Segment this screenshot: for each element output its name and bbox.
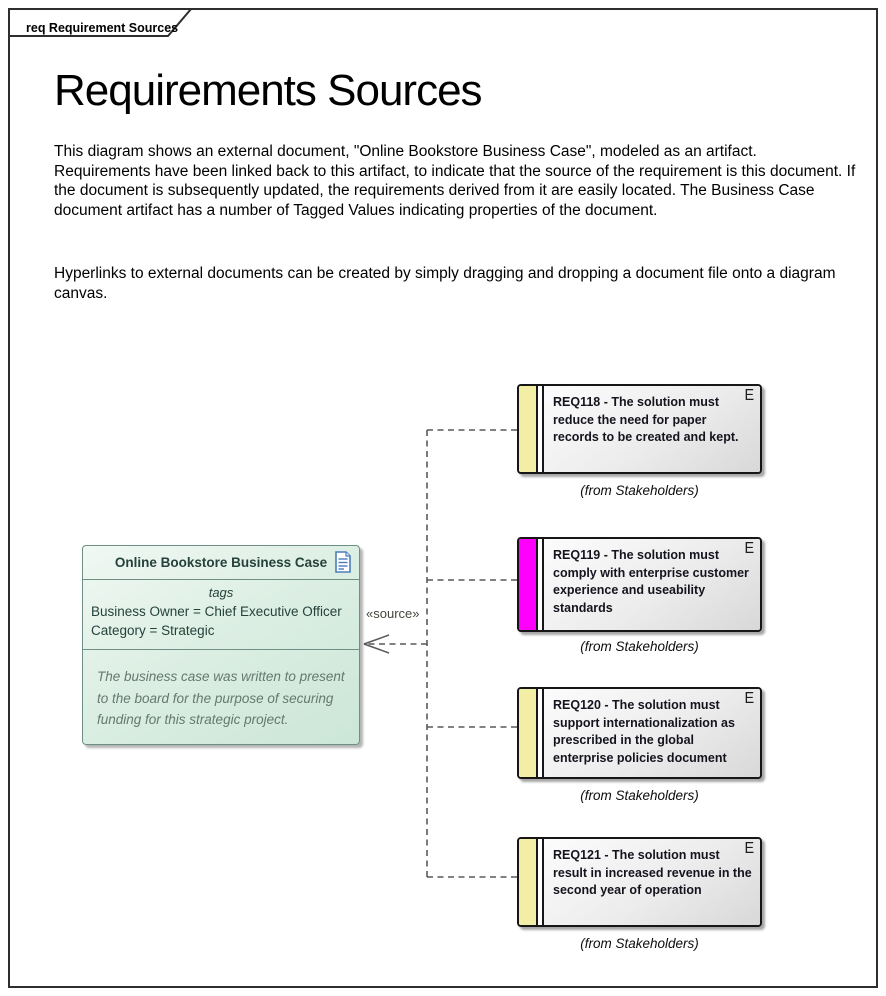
requirement-req118[interactable]: E REQ118 - The solution must reduce the … <box>517 384 762 474</box>
artifact-header: Online Bookstore Business Case <box>83 546 359 580</box>
requirement-req120[interactable]: E REQ120 - The solution must support int… <box>517 687 762 779</box>
source-stereotype-label: «source» <box>366 606 420 621</box>
requirement-body: E REQ120 - The solution must support int… <box>544 689 760 777</box>
artifact-tagged-values: tags Business Owner = Chief Executive Of… <box>83 580 359 650</box>
requirement-strip-gap <box>538 539 544 630</box>
requirement-body: E REQ119 - The solution must comply with… <box>544 539 760 630</box>
external-requirement-badge: E <box>744 540 755 557</box>
external-requirement-badge: E <box>744 840 755 857</box>
page-title: Requirements Sources <box>54 66 483 115</box>
external-requirement-badge: E <box>744 690 755 707</box>
artifact-note-text: The business case was written to present… <box>97 669 345 727</box>
from-package-label: (from Stakeholders) <box>580 936 699 951</box>
tags-compartment-title: tags <box>208 585 234 600</box>
artifact-name: Online Bookstore Business Case <box>114 555 328 570</box>
requirement-text: REQ120 - The solution must support inter… <box>553 698 735 765</box>
requirement-req119[interactable]: E REQ119 - The solution must comply with… <box>517 537 762 632</box>
external-requirement-badge: E <box>744 387 755 404</box>
description-paragraph-1: This diagram shows an external document,… <box>54 143 856 219</box>
frame-tab-label: req Requirement Sources <box>26 21 179 35</box>
tagged-value-category: Category = Strategic <box>91 623 215 638</box>
from-package-label: (from Stakeholders) <box>580 788 699 803</box>
document-icon <box>335 551 351 573</box>
artifact-online-bookstore-business-case[interactable]: Online Bookstore Business Case tags Busi… <box>82 545 360 745</box>
requirement-text: REQ119 - The solution must comply with e… <box>553 548 749 615</box>
diagram-frame-tab: req Requirement Sources <box>8 8 194 38</box>
requirement-strip-gap <box>538 689 544 777</box>
requirement-status-strip <box>519 689 538 777</box>
requirement-status-strip <box>519 839 538 925</box>
from-package-label: (from Stakeholders) <box>580 483 699 498</box>
requirement-status-strip <box>519 539 538 630</box>
requirement-text: REQ121 - The solution must result in inc… <box>553 848 752 897</box>
requirement-body: E REQ118 - The solution must reduce the … <box>544 386 760 472</box>
description-paragraph-2: Hyperlinks to external documents can be … <box>54 265 836 302</box>
requirement-body: E REQ121 - The solution must result in i… <box>544 839 760 925</box>
diagram-frame <box>8 8 878 988</box>
requirement-strip-gap <box>538 839 544 925</box>
requirement-req121[interactable]: E REQ121 - The solution must result in i… <box>517 837 762 927</box>
requirement-text: REQ118 - The solution must reduce the ne… <box>553 395 739 444</box>
tagged-value-business-owner: Business Owner = Chief Executive Officer <box>91 604 342 619</box>
from-package-label: (from Stakeholders) <box>580 639 699 654</box>
requirement-strip-gap <box>538 386 544 472</box>
frame-tab-shape-icon <box>8 8 194 37</box>
requirement-status-strip <box>519 386 538 472</box>
